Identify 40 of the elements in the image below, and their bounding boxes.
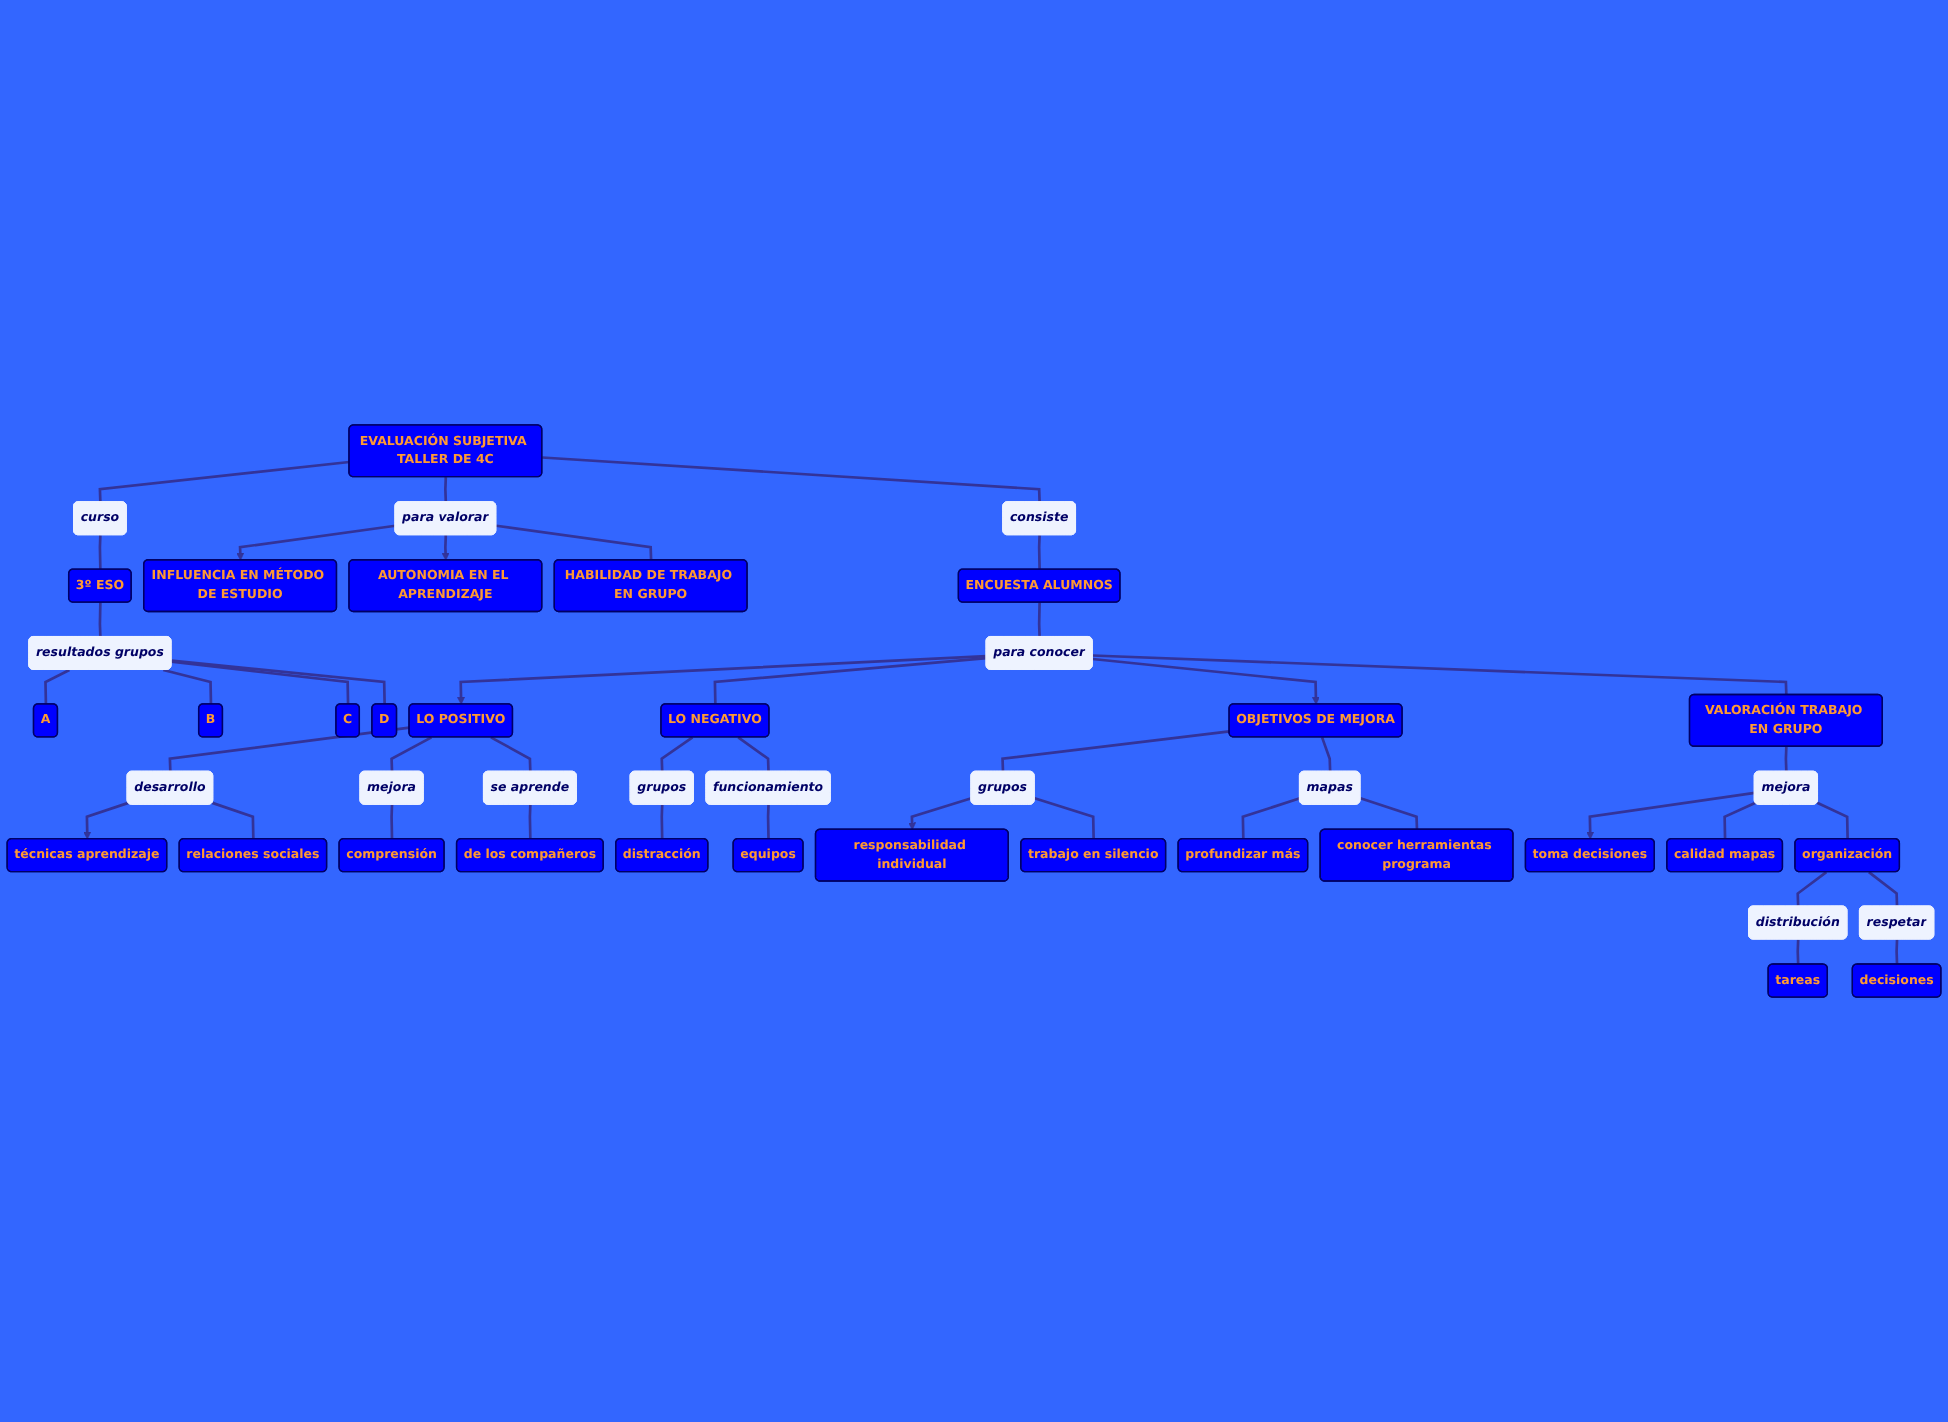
arrow: [83, 801, 129, 840]
connector: [171, 659, 386, 705]
arrow: [441, 535, 450, 561]
connector: [1241, 797, 1301, 840]
connector: [390, 804, 394, 840]
connector: [528, 804, 532, 840]
connector: [766, 804, 770, 840]
connector: [1001, 730, 1230, 772]
connector: [163, 668, 213, 705]
connector: [390, 736, 433, 772]
connector: [444, 477, 448, 503]
connector: [1037, 535, 1041, 570]
connector: [98, 535, 102, 570]
arrow: [908, 797, 972, 831]
connector: [1868, 871, 1899, 907]
connector: [1796, 939, 1800, 965]
connector: [1796, 871, 1828, 907]
connector: [542, 456, 1041, 503]
connector: [1037, 602, 1041, 637]
arrow: [1092, 657, 1320, 705]
connector: [168, 726, 410, 772]
connector: [1360, 797, 1419, 830]
connector: [1092, 654, 1788, 695]
connector: [171, 660, 350, 705]
connector: [660, 804, 664, 840]
connector: [1784, 746, 1788, 772]
connector: [211, 801, 255, 840]
connector: [737, 736, 770, 772]
connector: [660, 736, 694, 772]
connector: [98, 460, 350, 503]
connector: [496, 524, 653, 561]
connector: [490, 736, 532, 772]
connector: [1034, 797, 1095, 840]
arrow: [457, 654, 987, 705]
connector: [98, 602, 102, 637]
arrow: [236, 524, 396, 561]
connector: [713, 656, 987, 705]
arrow: [1586, 791, 1755, 840]
connector: [1320, 736, 1332, 772]
connector: [1895, 939, 1899, 965]
